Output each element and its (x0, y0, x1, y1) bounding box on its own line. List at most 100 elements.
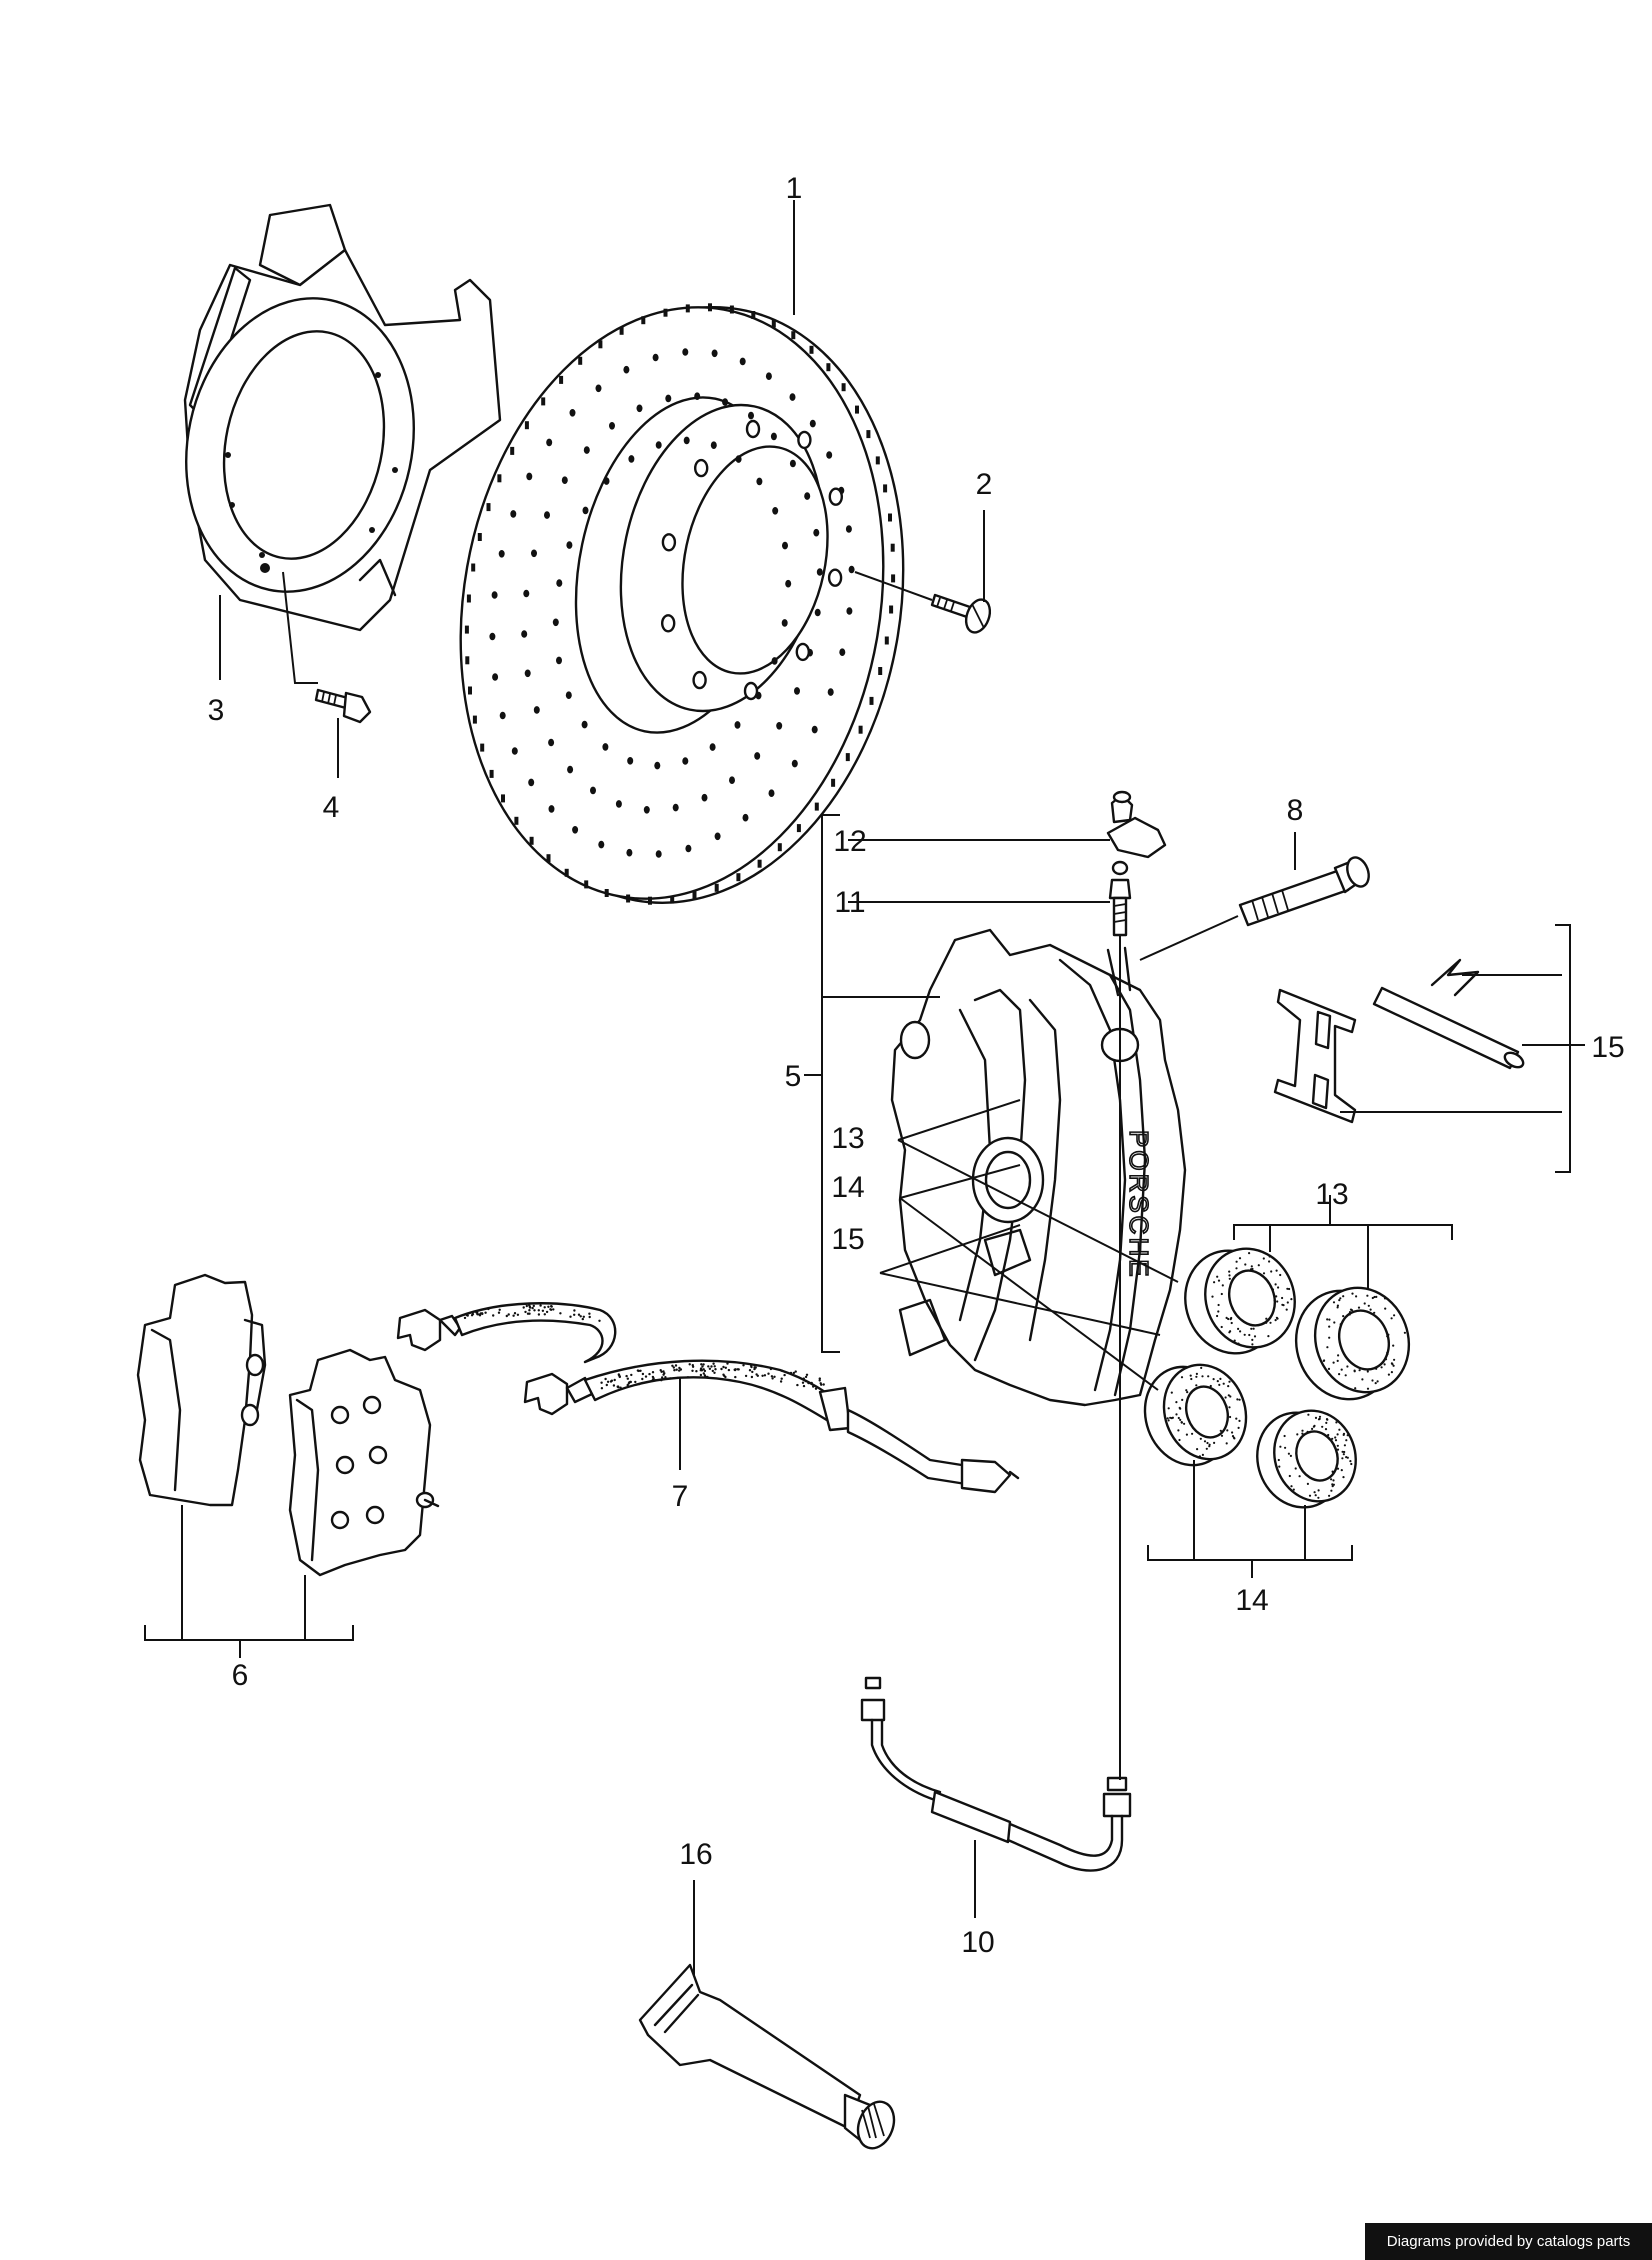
cable-texture (569, 1315, 572, 1318)
cable-texture (707, 1365, 710, 1368)
cable-texture (641, 1377, 644, 1381)
seal-texture (1213, 1281, 1216, 1284)
cable-texture (763, 1374, 767, 1377)
disc-hole (548, 805, 555, 813)
seal-texture (1239, 1330, 1242, 1333)
seal-texture (1361, 1378, 1364, 1381)
seal-texture (1220, 1434, 1224, 1437)
disc-hole (498, 550, 505, 558)
disc-hole (528, 778, 535, 787)
seal-texture (1195, 1372, 1198, 1375)
seal-texture (1307, 1413, 1310, 1416)
seal-texture (1243, 1333, 1246, 1336)
disc-vent (471, 563, 476, 572)
seal-texture (1384, 1307, 1387, 1310)
disc-vent (670, 895, 675, 904)
seal-texture (1217, 1310, 1220, 1313)
seal-texture (1167, 1419, 1170, 1422)
disc-vent (466, 594, 471, 603)
disc-vent (736, 873, 741, 882)
cable-texture (653, 1379, 657, 1382)
cable-texture (744, 1374, 748, 1378)
seal-texture (1338, 1373, 1341, 1376)
disc-hole (827, 688, 834, 696)
seal-texture (1189, 1374, 1192, 1377)
seal-texture (1313, 1491, 1316, 1494)
seal-texture (1229, 1415, 1232, 1419)
bleeder-screw (1108, 860, 1132, 937)
seal-texture (1208, 1445, 1211, 1448)
cable-texture (497, 1311, 501, 1314)
disc-hole (569, 409, 576, 417)
seal-texture (1227, 1317, 1230, 1321)
cable-texture (771, 1377, 774, 1380)
seal-texture (1326, 1318, 1329, 1321)
bleeder-cap (1106, 790, 1167, 859)
disc-vent (472, 715, 477, 724)
disc-hole (765, 372, 772, 381)
cable-texture (691, 1365, 695, 1369)
seal-texture (1314, 1494, 1317, 1497)
cable-texture (699, 1373, 703, 1377)
cable-texture (505, 1314, 508, 1318)
cable-texture (588, 1312, 591, 1315)
disc-hole (791, 759, 798, 768)
seal-texture (1375, 1367, 1378, 1370)
seal-texture (1183, 1422, 1186, 1425)
seal-texture (1235, 1267, 1238, 1270)
seal-texture (1390, 1371, 1393, 1374)
seal-texture (1228, 1277, 1231, 1280)
cable-texture (773, 1375, 776, 1379)
disc-hole (526, 472, 533, 481)
seal-texture (1177, 1429, 1180, 1432)
seal-texture (1340, 1469, 1343, 1472)
disc-hole (626, 848, 633, 857)
cable-texture (638, 1382, 641, 1386)
seal-texture (1330, 1489, 1333, 1492)
cable-texture (750, 1375, 754, 1379)
cable-texture (812, 1385, 815, 1388)
disc-hole (582, 506, 589, 515)
seal-texture (1217, 1303, 1220, 1307)
seal-texture (1339, 1297, 1342, 1300)
cable-texture (573, 1313, 576, 1317)
cable-texture (465, 1313, 469, 1317)
seal-texture (1392, 1344, 1395, 1347)
cable-texture (613, 1378, 616, 1382)
cable-texture (733, 1368, 737, 1372)
seal-texture (1383, 1363, 1386, 1366)
disc-vent (889, 605, 894, 614)
disc-hole (636, 404, 643, 413)
seal-texture (1253, 1335, 1257, 1338)
cable-texture (588, 1315, 591, 1319)
seal-texture (1170, 1391, 1173, 1394)
seal-texture (1371, 1296, 1374, 1300)
disc-hole (711, 349, 718, 358)
disc-hole (710, 441, 717, 450)
disc-vent (546, 854, 551, 863)
seal-texture (1286, 1287, 1289, 1290)
pad-hole (368, 1445, 388, 1465)
disc-vent (584, 880, 589, 889)
seal-texture (1235, 1417, 1238, 1420)
seal-texture (1237, 1327, 1240, 1330)
hub-bolt-hole (661, 614, 676, 633)
cable-texture (767, 1372, 770, 1375)
seal-texture (1314, 1416, 1318, 1419)
cable-texture (531, 1306, 534, 1310)
disc-hole (556, 656, 562, 665)
disc-vent (751, 311, 756, 319)
seal-texture (1167, 1407, 1170, 1410)
seal-texture (1331, 1485, 1334, 1488)
seal-texture (1270, 1270, 1273, 1273)
cable-texture (695, 1370, 698, 1373)
cable-texture (549, 1308, 553, 1312)
disc-vent (524, 421, 529, 430)
disc-vent (541, 397, 546, 406)
disc-hole (794, 687, 800, 695)
cable-texture (537, 1309, 540, 1312)
seal-texture (1282, 1304, 1285, 1307)
seal-texture (1334, 1436, 1337, 1439)
disc-hole (682, 757, 689, 765)
disc-vent (477, 533, 482, 541)
